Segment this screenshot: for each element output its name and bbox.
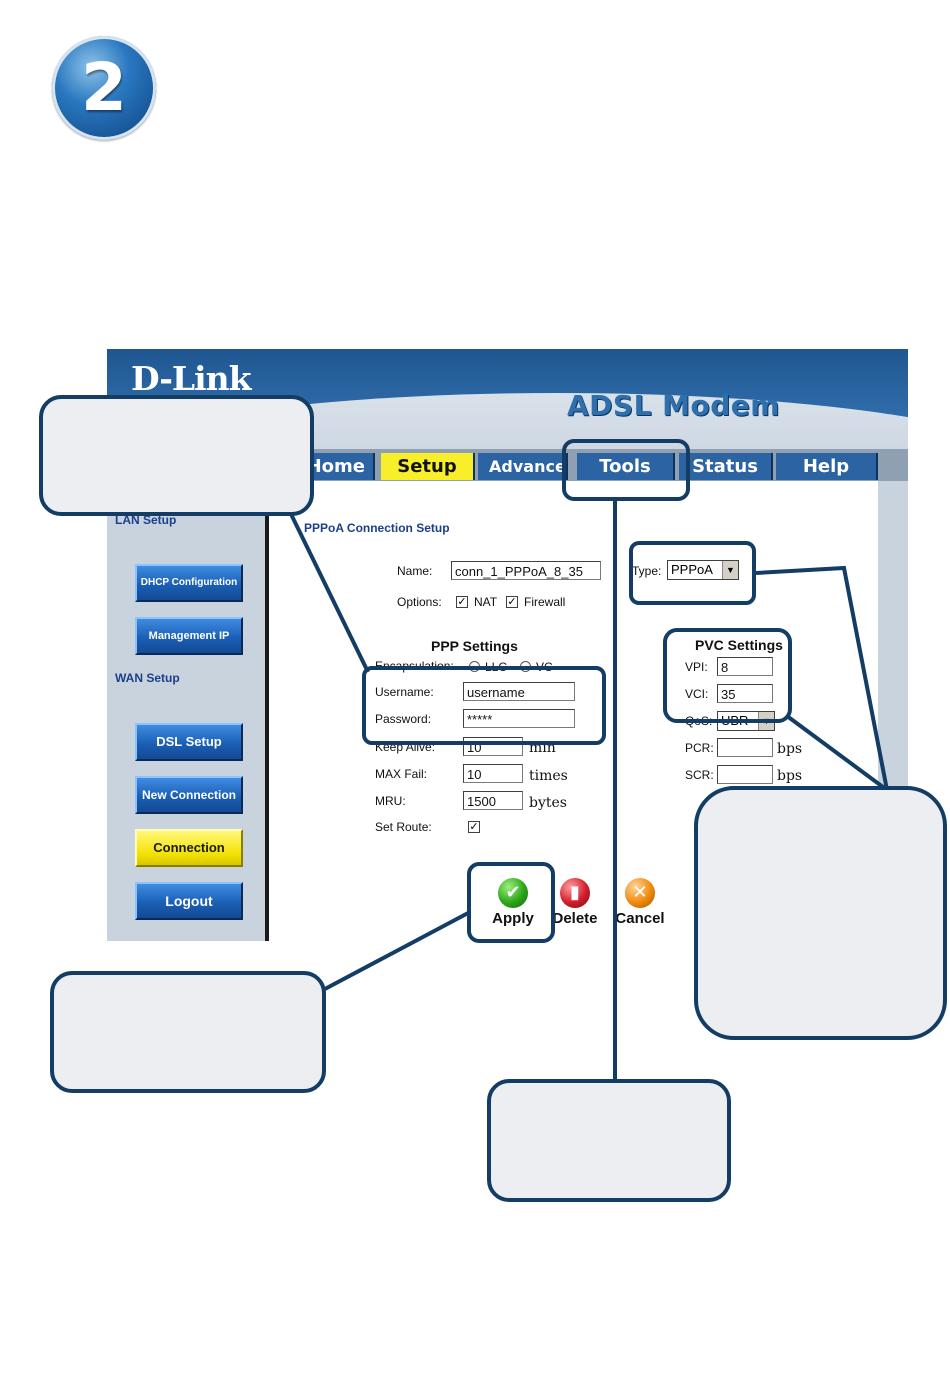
trash-icon: ▮ <box>560 878 590 908</box>
sidebar-divider <box>265 481 269 941</box>
delete-button[interactable]: ▮ Delete <box>548 878 602 927</box>
scr-unit: bps <box>777 768 803 784</box>
type-label: Type: <box>632 564 662 578</box>
maxfail-label: MAX Fail: <box>375 767 428 781</box>
type-select[interactable]: PPPoA ▼ <box>667 560 739 580</box>
dlink-logo: D-Link <box>131 359 252 398</box>
maxfail-input[interactable]: 10 <box>463 764 523 783</box>
delete-label: Delete <box>552 910 598 927</box>
sidebar-item-dsl-setup[interactable]: DSL Setup <box>135 723 243 761</box>
name-label: Name: <box>397 564 433 578</box>
callout-box-top-left <box>39 395 314 516</box>
sidebar-item-logout[interactable]: Logout <box>135 882 243 920</box>
scr-input[interactable] <box>717 765 773 784</box>
step-number-badge: 2 <box>52 36 156 140</box>
tab-status[interactable]: Status <box>679 453 773 480</box>
name-input[interactable]: conn_1_PPPoA_8_35 <box>451 561 601 580</box>
product-title: ADSL Modem <box>567 389 780 422</box>
cancel-button[interactable]: ✕ Cancel <box>612 878 668 927</box>
vci-label: VCI: <box>685 687 709 701</box>
setroute-checkbox[interactable]: ✓ <box>468 821 480 833</box>
apply-button[interactable]: ✔ Apply <box>486 878 540 927</box>
apply-label: Apply <box>492 910 534 927</box>
nat-label: NAT <box>474 595 498 609</box>
highlight-pvc-settings <box>663 628 792 723</box>
callout-box-bottom-left <box>50 971 326 1093</box>
setroute-label: Set Route: <box>375 820 432 834</box>
check-icon: ✔ <box>498 878 528 908</box>
sidebar-heading-wan: WAN Setup <box>115 671 180 685</box>
sidebar-item-new-connection[interactable]: New Connection <box>135 776 243 814</box>
firewall-label: Firewall <box>524 595 566 609</box>
mru-label: MRU: <box>375 794 406 808</box>
pcr-label: PCR: <box>685 741 714 755</box>
firewall-checkbox[interactable]: ✓ <box>506 596 518 608</box>
sidebar <box>107 481 285 941</box>
form-title: PPPoA Connection Setup <box>304 521 450 535</box>
highlight-apply-button <box>467 862 555 943</box>
chevron-down-icon: ▼ <box>722 561 738 579</box>
tab-help[interactable]: Help <box>776 453 878 480</box>
tab-setup[interactable]: Setup <box>381 453 475 480</box>
ppp-settings-heading: PPP Settings <box>431 638 518 654</box>
sidebar-item-management-ip[interactable]: Management IP <box>135 617 243 655</box>
nat-checkbox[interactable]: ✓ <box>456 596 468 608</box>
sidebar-item-connection[interactable]: Connection <box>135 829 243 867</box>
tab-advanced[interactable]: Advanced <box>478 453 568 480</box>
x-icon: ✕ <box>625 878 655 908</box>
sidebar-heading-lan: LAN Setup <box>115 513 177 527</box>
username-input[interactable]: username <box>463 682 575 701</box>
scr-label: SCR: <box>685 768 714 782</box>
options-label: Options: <box>397 595 442 609</box>
mru-unit: bytes <box>529 795 567 811</box>
mru-input[interactable]: 1500 <box>463 791 523 810</box>
tab-tools[interactable]: Tools <box>577 453 675 480</box>
callout-box-bottom-center <box>487 1079 731 1202</box>
highlight-login-fields <box>362 666 606 745</box>
vpi-label: VPI: <box>685 660 708 674</box>
pcr-unit: bps <box>777 741 803 757</box>
highlight-type-select <box>629 541 756 605</box>
cancel-label: Cancel <box>615 910 665 927</box>
password-input[interactable]: ***** <box>463 709 575 728</box>
highlight-tools-tab <box>562 439 690 501</box>
maxfail-unit: times <box>529 768 568 784</box>
type-select-value: PPPoA <box>671 562 713 577</box>
username-label: Username: <box>375 685 434 699</box>
callout-box-right <box>694 786 947 1040</box>
password-label: Password: <box>375 712 432 726</box>
pcr-input[interactable] <box>717 738 773 757</box>
sidebar-item-dhcp-configuration[interactable]: DHCP Configuration <box>135 564 243 602</box>
